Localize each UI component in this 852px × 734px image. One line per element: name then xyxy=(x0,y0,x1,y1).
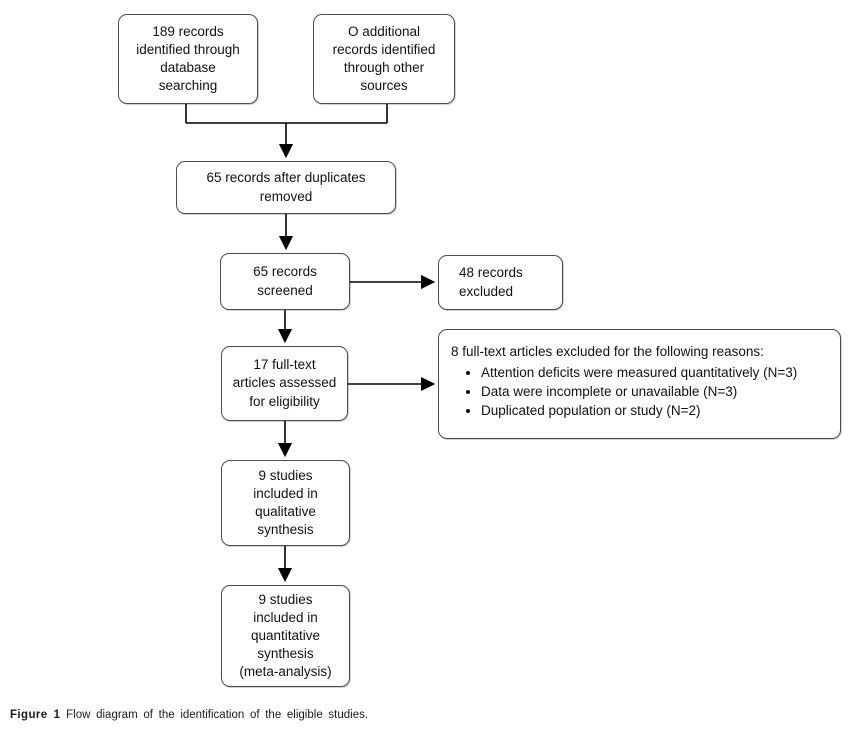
flow-box-qualitative-synthesis: 9 studies included in qualitative synthe… xyxy=(221,460,350,546)
flow-box-quantitative-synthesis: 9 studies included in quantitative synth… xyxy=(221,585,350,687)
flow-box-additional-records-text: O additional records identified through … xyxy=(332,23,436,94)
figure-caption-label: Figure 1 xyxy=(10,709,61,721)
flow-box-records-identified-text: 189 records identified through database … xyxy=(136,23,240,94)
exclusion-reason-item: Attention deficits were measured quantit… xyxy=(481,364,828,382)
figure-caption-text: Flow diagram of the identification of th… xyxy=(60,709,369,721)
exclusion-reason-item: Data were incomplete or unavailable (N=3… xyxy=(481,383,828,401)
flow-box-records-screened: 65 records screened xyxy=(220,253,350,310)
flow-box-duplicates-removed-text: 65 records after duplicates removed xyxy=(206,170,366,204)
flow-box-fulltext-assessed: 17 full-text articles assessed for eligi… xyxy=(221,346,348,421)
flow-box-records-identified: 189 records identified through database … xyxy=(118,14,258,104)
exclusion-reasons-heading: 8 full-text articles excluded for the fo… xyxy=(451,344,764,359)
exclusion-reasons-list: Attention deficits were measured quantit… xyxy=(451,364,828,420)
flow-box-qualitative-synthesis-text: 9 studies included in qualitative synthe… xyxy=(253,467,318,538)
flow-box-duplicates-removed: 65 records after duplicates removed xyxy=(176,161,396,214)
flow-box-records-excluded-text: 48 records excluded xyxy=(459,265,523,299)
exclusion-reason-item: Duplicated population or study (N=2) xyxy=(481,402,828,420)
flow-box-exclusion-reasons: 8 full-text articles excluded for the fo… xyxy=(438,329,841,439)
flow-box-records-screened-text: 65 records screened xyxy=(253,264,317,298)
flow-box-records-excluded: 48 records excluded xyxy=(438,255,563,310)
flow-box-quantitative-synthesis-text: 9 studies included in quantitative synth… xyxy=(239,591,332,680)
flow-box-fulltext-assessed-text: 17 full-text articles assessed for eligi… xyxy=(232,357,337,409)
flow-box-additional-records: O additional records identified through … xyxy=(313,14,455,104)
figure-caption: Figure 1 Flow diagram of the identificat… xyxy=(10,709,368,721)
